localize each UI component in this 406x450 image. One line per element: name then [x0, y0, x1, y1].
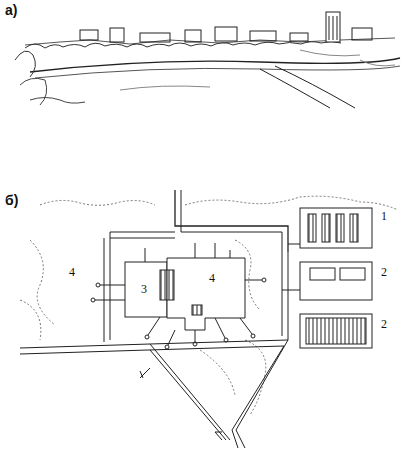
callout-number: 2 [380, 266, 388, 279]
callout-number: 4 [208, 272, 216, 285]
figure-label: а) [4, 2, 18, 18]
callout-number: 4 [68, 266, 76, 279]
callout-number: 2 [380, 318, 388, 331]
callout-number: 1 [380, 210, 388, 223]
callout-number: 3 [140, 283, 148, 296]
perspective-sketch [15, 12, 400, 108]
site-plan [20, 190, 398, 448]
figure-label: б) [4, 192, 19, 208]
